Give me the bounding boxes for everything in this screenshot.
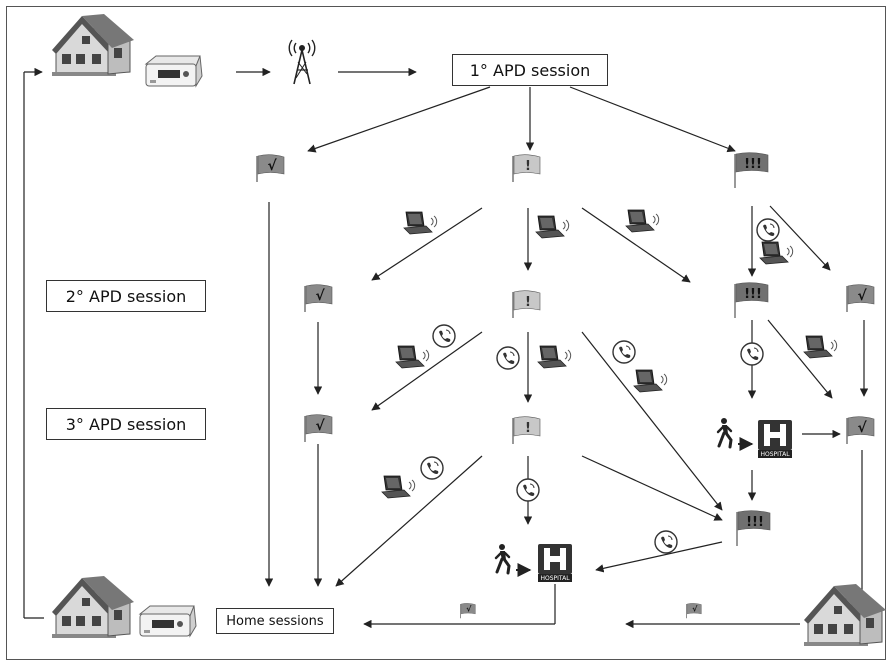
phone-icon: [757, 219, 779, 241]
check-flag-icon: √: [687, 603, 702, 618]
phone-icon: [433, 325, 455, 347]
phone-icon: [741, 343, 763, 365]
laptop-icon: [634, 370, 667, 392]
flag-label: √: [466, 605, 472, 614]
laptop-icon: [538, 346, 571, 368]
flag-label: √: [267, 158, 277, 174]
laptop-icon: [760, 242, 793, 264]
house-icon: [804, 584, 886, 646]
flag-label: !: [525, 295, 531, 310]
apd-cycler-icon: [146, 56, 202, 86]
apd-cycler-icon: [140, 606, 196, 636]
warning-flag-icon: !: [513, 417, 540, 444]
phone-icon: [613, 341, 635, 363]
check-flag-icon: √: [305, 415, 332, 442]
flag-label: √: [315, 418, 325, 434]
warning-flag-icon: !: [513, 291, 540, 318]
third-apd-session-label: 3° APD session: [46, 408, 206, 440]
check-flag-icon: √: [257, 155, 284, 182]
check-flag-icon: √: [847, 417, 874, 444]
flag-label: √: [857, 420, 867, 436]
check-flag-icon: √: [305, 285, 332, 312]
walking-person-icon: [496, 544, 509, 573]
alarm-flag-icon: !!!: [737, 511, 770, 546]
check-flag-icon: √: [461, 603, 476, 618]
laptop-icon: [404, 212, 437, 234]
laptop-icon: [626, 210, 659, 232]
first-apd-session-label: 1° APD session: [452, 54, 608, 86]
alarm-flag-icon: !!!: [735, 153, 768, 188]
flag-label: √: [315, 288, 325, 304]
phone-icon: [655, 531, 677, 553]
walking-person-icon: [718, 418, 731, 447]
flag-label: !!!: [744, 287, 762, 302]
flag-label: !: [525, 421, 531, 436]
home-sessions-label: Home sessions: [216, 608, 334, 634]
flag-label: !!!: [746, 515, 764, 530]
flag-label: √: [857, 288, 867, 304]
phone-icon: [421, 457, 443, 479]
house-icon: [52, 14, 134, 76]
phone-icon: [497, 347, 519, 369]
laptop-icon: [536, 216, 569, 238]
hospital-caption: HOSPITAL: [540, 575, 570, 582]
laptop-icon: [382, 476, 415, 498]
second-apd-session-label: 2° APD session: [46, 280, 206, 312]
check-flag-icon: √: [847, 285, 874, 312]
hospital-caption: HOSPITAL: [760, 451, 790, 458]
alarm-flag-icon: !!!: [735, 283, 768, 318]
warning-flag-icon: !: [513, 155, 540, 182]
house-icon: [52, 576, 134, 638]
antenna-tower-icon: [289, 40, 315, 84]
flag-label: !!!: [744, 157, 762, 172]
laptop-icon: [396, 346, 429, 368]
flag-label: !: [525, 159, 531, 174]
flag-label: √: [692, 605, 698, 614]
phone-icon: [517, 479, 539, 501]
laptop-icon: [804, 336, 837, 358]
